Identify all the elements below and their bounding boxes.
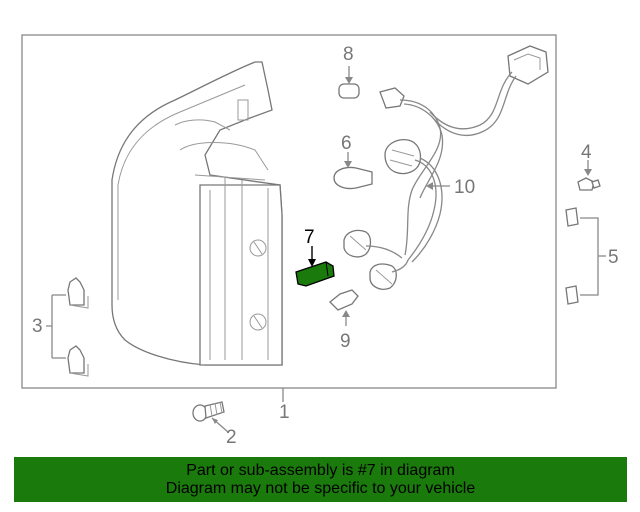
callout-8: 8 <box>343 44 354 65</box>
bulb-6 <box>333 166 373 190</box>
clip-5-upper <box>565 207 579 227</box>
notice-banner: Part or sub-assembly is #7 in diagram Di… <box>14 457 627 502</box>
clip-upper <box>67 277 89 309</box>
callout-7: 7 <box>304 227 315 248</box>
bulb-8 <box>338 83 360 99</box>
callout-4: 4 <box>581 142 592 163</box>
bulb-7-highlighted[interactable] <box>295 261 335 287</box>
wiring-harness <box>343 45 549 290</box>
callout-10: 10 <box>454 177 475 198</box>
banner-line-2: Diagram may not be specific to your vehi… <box>165 480 476 497</box>
callout-1: 1 <box>279 402 290 423</box>
callout-2: 2 <box>226 427 237 448</box>
clip-5-lower <box>565 285 579 305</box>
push-pin <box>577 177 601 191</box>
callout-9: 9 <box>340 331 351 352</box>
diagram-frame <box>21 34 557 389</box>
callout-5: 5 <box>608 247 619 268</box>
tail-lamp-housing <box>111 61 283 366</box>
parts-diagram: 3 2 1 8 6 7 9 <box>21 34 619 448</box>
clip-lower <box>67 345 89 377</box>
banner-line-1: Part or sub-assembly is #7 in diagram <box>186 462 455 479</box>
callout-3: 3 <box>32 316 43 337</box>
screw <box>192 401 225 422</box>
leader-3 <box>46 294 66 359</box>
leader-5 <box>580 217 606 296</box>
bulb-9 <box>329 289 359 311</box>
callout-6: 6 <box>341 133 352 154</box>
